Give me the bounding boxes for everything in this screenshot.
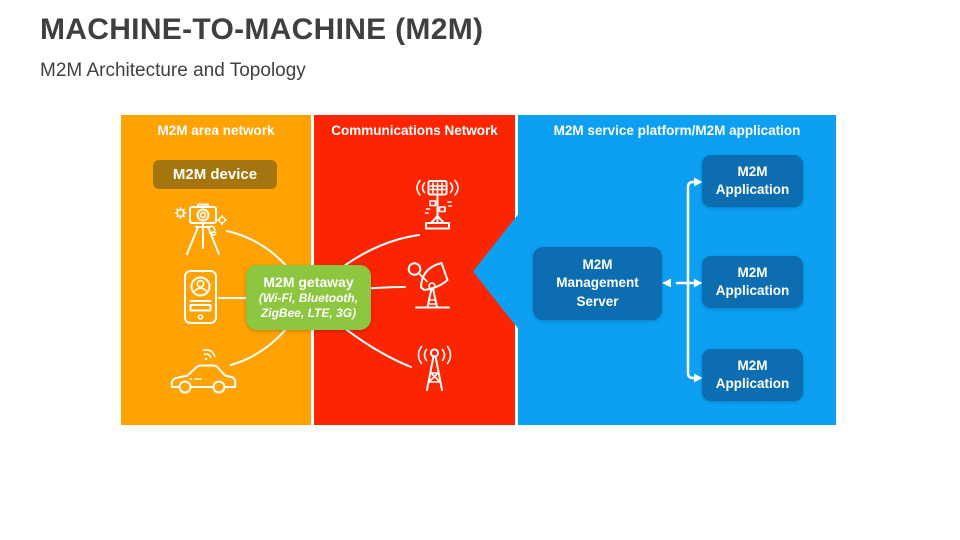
page-subtitle: M2M Architecture and Topology (40, 60, 306, 81)
m2m-device-label: M2M device (153, 160, 277, 189)
arrow-to-application-3 (694, 373, 703, 383)
smartphone-user-icon (183, 269, 218, 325)
service-platform-header: M2M service platform/M2M application (553, 123, 801, 138)
area-network-header: M2M area network (157, 123, 275, 138)
arrow-to-application-2 (694, 278, 703, 288)
satellite-dish-icon (403, 260, 462, 312)
arrow-to-application-1 (694, 177, 703, 187)
application-label: M2M Application (715, 358, 790, 391)
camera-tripod-icon (171, 202, 235, 260)
gateway-subtitle: (Wi-Fi, Bluetooth, ZigBee, LTE, 3G) (258, 291, 359, 321)
blue-arrow-notch (473, 212, 520, 331)
gateway-title: M2M getaway (263, 273, 354, 290)
connected-car-icon (166, 343, 238, 397)
m2m-architecture-diagram: M2M area network Communications Network … (121, 115, 836, 425)
server-label: M2M Management Server (556, 257, 639, 309)
m2m-application-box-2: M2M Application (702, 256, 803, 308)
page-title: MACHINE-TO-MACHINE (M2M) (40, 13, 484, 46)
application-label: M2M Application (715, 164, 790, 197)
application-trunk-line (686, 180, 697, 380)
m2m-application-box-3: M2M Application (702, 349, 803, 401)
application-label: M2M Application (715, 265, 790, 298)
arrow-to-server (662, 278, 671, 288)
m2m-application-box-1: M2M Application (702, 155, 803, 207)
radio-antenna-icon (406, 341, 463, 394)
cell-tower-icon (407, 179, 468, 236)
communications-header: Communications Network (331, 123, 498, 138)
m2m-gateway-box: M2M getaway (Wi-Fi, Bluetooth, ZigBee, L… (246, 265, 371, 330)
m2m-management-server-box: M2M Management Server (533, 247, 662, 320)
